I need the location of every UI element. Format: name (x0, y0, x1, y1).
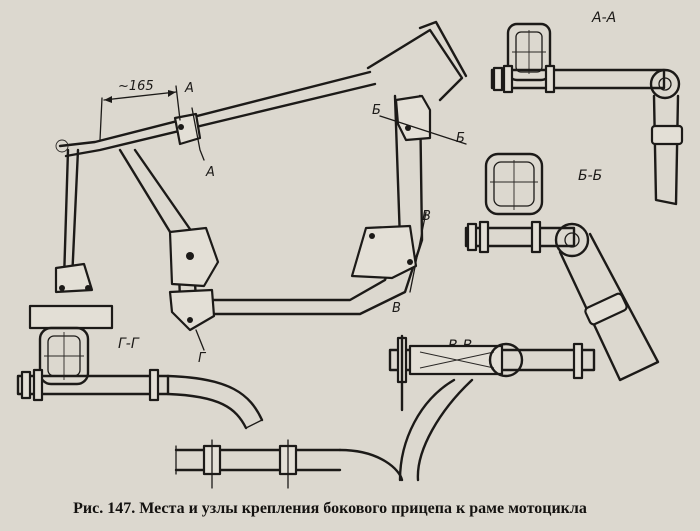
marker-b-left: Б (372, 103, 381, 118)
section-bb-label: Б-Б (578, 168, 602, 184)
dimension-label: ~165 (118, 79, 154, 94)
marker-a-bottom: A (205, 165, 215, 180)
bracket-a (173, 112, 202, 146)
bracket-v (350, 224, 418, 280)
marker-b-right: Б (456, 131, 465, 146)
section-aa-view: А-А (490, 10, 684, 206)
figure-caption: Рис. 147. Места и узлы крепления боковог… (73, 500, 587, 517)
marker-a-top: A (184, 81, 194, 96)
frame-brackets (54, 94, 432, 332)
section-gg-label: Г-Г (118, 336, 140, 352)
bracket-g-lower (168, 288, 216, 332)
technical-drawing: ~165 A A Б Б В В Г А-А Б-Б (16, 10, 684, 489)
bracket-b (394, 94, 432, 142)
marker-g-bottom: Г (198, 351, 207, 366)
motorcycle-frame (58, 20, 468, 316)
bracket-g-upper (168, 226, 220, 288)
section-vv-view: В-В (174, 334, 596, 489)
section-bb-view: Б-Б (464, 152, 660, 382)
marker-v-top: В (422, 209, 431, 224)
section-lines (99, 85, 467, 351)
marker-v-bottom: В (392, 301, 401, 316)
rear-foot (54, 262, 94, 294)
section-gg-view: Г-Г (16, 304, 264, 430)
section-aa-label: А-А (591, 10, 616, 26)
